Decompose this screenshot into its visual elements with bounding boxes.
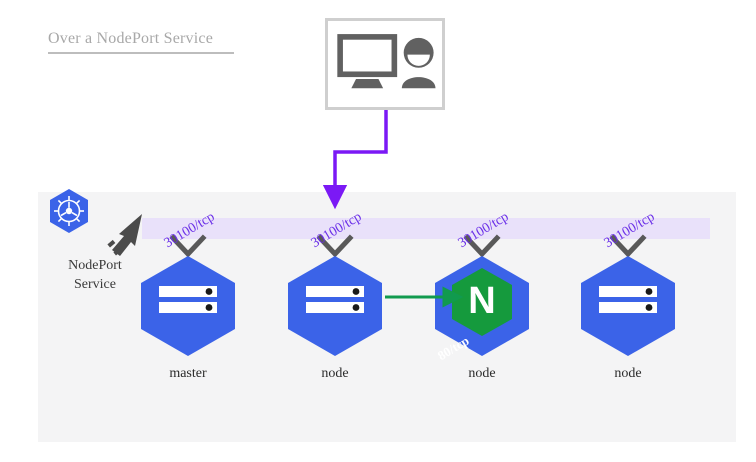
monitor-icon: [337, 34, 398, 89]
client-icons: [337, 34, 436, 89]
client-to-nodeport-arrow: [322, 110, 388, 210]
node-label-3: node: [614, 366, 642, 381]
user-icon: [401, 37, 436, 89]
nodeport-service-caption-line2: Service: [74, 277, 116, 292]
node-label-2: node: [468, 366, 496, 381]
node-label-0: master: [169, 366, 207, 381]
client-box: [325, 18, 445, 110]
title-underline: [48, 52, 234, 54]
nodeport-service-caption-line1: NodePort: [68, 258, 122, 273]
node-label-1: node: [321, 366, 349, 381]
nodeport-band: [142, 218, 710, 239]
nodeport-service-caption: NodePort Service: [52, 256, 138, 294]
page-title: Over a NodePort Service: [48, 30, 213, 47]
